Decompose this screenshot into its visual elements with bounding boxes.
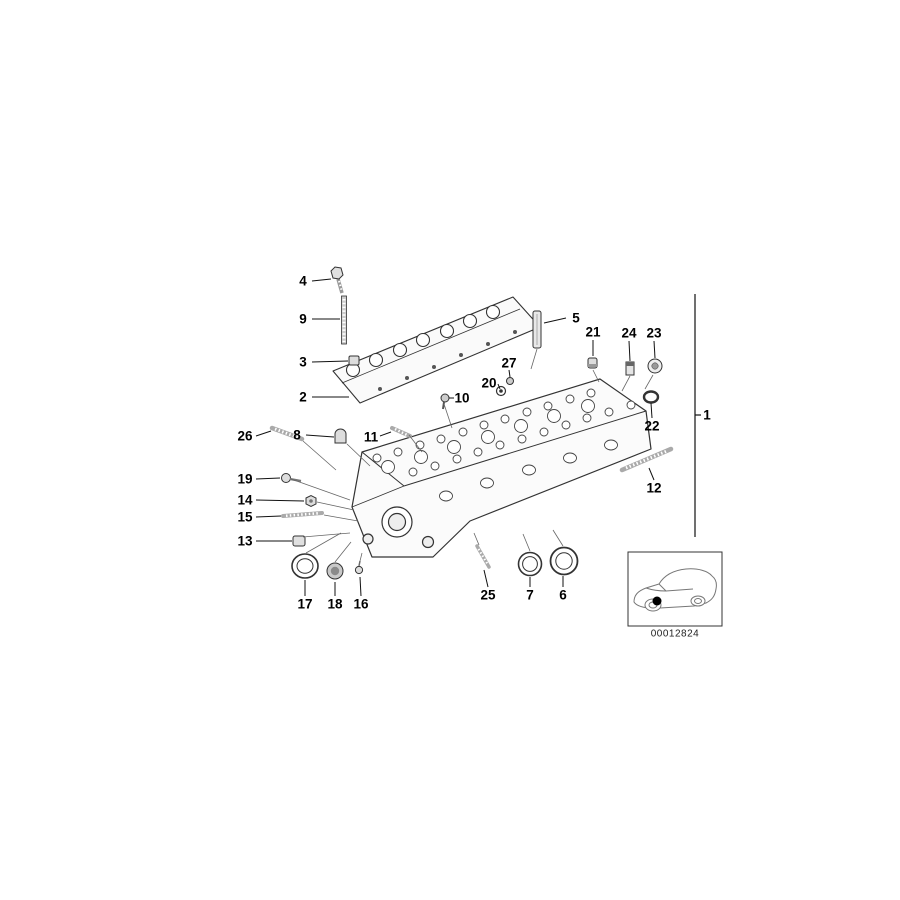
callout-2[interactable]: 2 [299, 389, 307, 405]
part-bolt-16 [354, 560, 364, 575]
callout-18[interactable]: 18 [327, 596, 343, 612]
head-deck-bores [372, 388, 636, 502]
part-bolt-4 [330, 266, 344, 294]
part-screw-plug-23 [647, 358, 663, 374]
callout-15[interactable]: 15 [237, 509, 253, 525]
part-27 [506, 377, 514, 385]
callout-19[interactable]: 19 [237, 471, 253, 487]
callout-23[interactable]: 23 [646, 325, 662, 341]
part-valve-guide-5 [532, 310, 542, 349]
callout-12[interactable]: 12 [646, 480, 662, 496]
assembly-bracket-1 [694, 294, 701, 537]
callout-17[interactable]: 17 [297, 596, 313, 612]
callout-24[interactable]: 24 [621, 325, 637, 341]
callout-1[interactable]: 1 [703, 407, 711, 423]
part-bolt-19 [281, 473, 302, 483]
callout-9[interactable]: 9 [299, 311, 307, 327]
callout-14[interactable]: 14 [237, 492, 253, 508]
part-stud-15 [281, 511, 324, 518]
part-seal-ring-6 [549, 546, 579, 576]
callout-4[interactable]: 4 [299, 273, 307, 289]
drawing-number: 00012824 [650, 628, 700, 640]
engine-location-dot [652, 596, 662, 606]
part-stud-11 [390, 426, 412, 438]
car-inset [627, 551, 723, 627]
part-stud-25 [475, 544, 491, 569]
callout-3[interactable]: 3 [299, 354, 307, 370]
part-oring-22 [642, 390, 660, 404]
callout-27[interactable]: 27 [501, 355, 517, 371]
callout-20[interactable]: 20 [481, 375, 497, 391]
callout-5[interactable]: 5 [572, 310, 580, 326]
part-grommet-20 [495, 385, 507, 397]
part-nut-14 [305, 494, 317, 508]
part-sleeve-3 [348, 355, 360, 366]
install-lines [290, 348, 654, 566]
part-valve-seal-21 [587, 357, 598, 369]
part-plug-13 [292, 535, 306, 547]
callout-6[interactable]: 6 [559, 587, 567, 603]
callout-26[interactable]: 26 [237, 428, 253, 444]
callout-22[interactable]: 22 [644, 418, 660, 434]
callout-7[interactable]: 7 [526, 587, 534, 603]
part-cap-nut-8 [334, 428, 347, 444]
cylinder-head-body [351, 378, 652, 558]
callout-13[interactable]: 13 [237, 533, 253, 549]
leader-lines [255, 278, 656, 597]
part-stud-26 [269, 425, 305, 442]
callout-21[interactable]: 21 [585, 324, 601, 340]
part-plug-24 [625, 361, 635, 376]
part-seal-ring-17 [291, 553, 319, 579]
part-core-plug-18 [326, 562, 344, 580]
cam-carrier-part-2 [332, 296, 541, 404]
car-icon [633, 568, 717, 612]
part-stud-9 [341, 295, 347, 345]
callout-16[interactable]: 16 [353, 596, 369, 612]
callout-25[interactable]: 25 [480, 587, 496, 603]
callout-11[interactable]: 11 [363, 429, 379, 445]
part-seal-ring-7 [517, 551, 543, 577]
callout-10[interactable]: 10 [454, 390, 470, 406]
part-stud-12 [619, 446, 674, 473]
callout-8[interactable]: 8 [293, 427, 301, 443]
